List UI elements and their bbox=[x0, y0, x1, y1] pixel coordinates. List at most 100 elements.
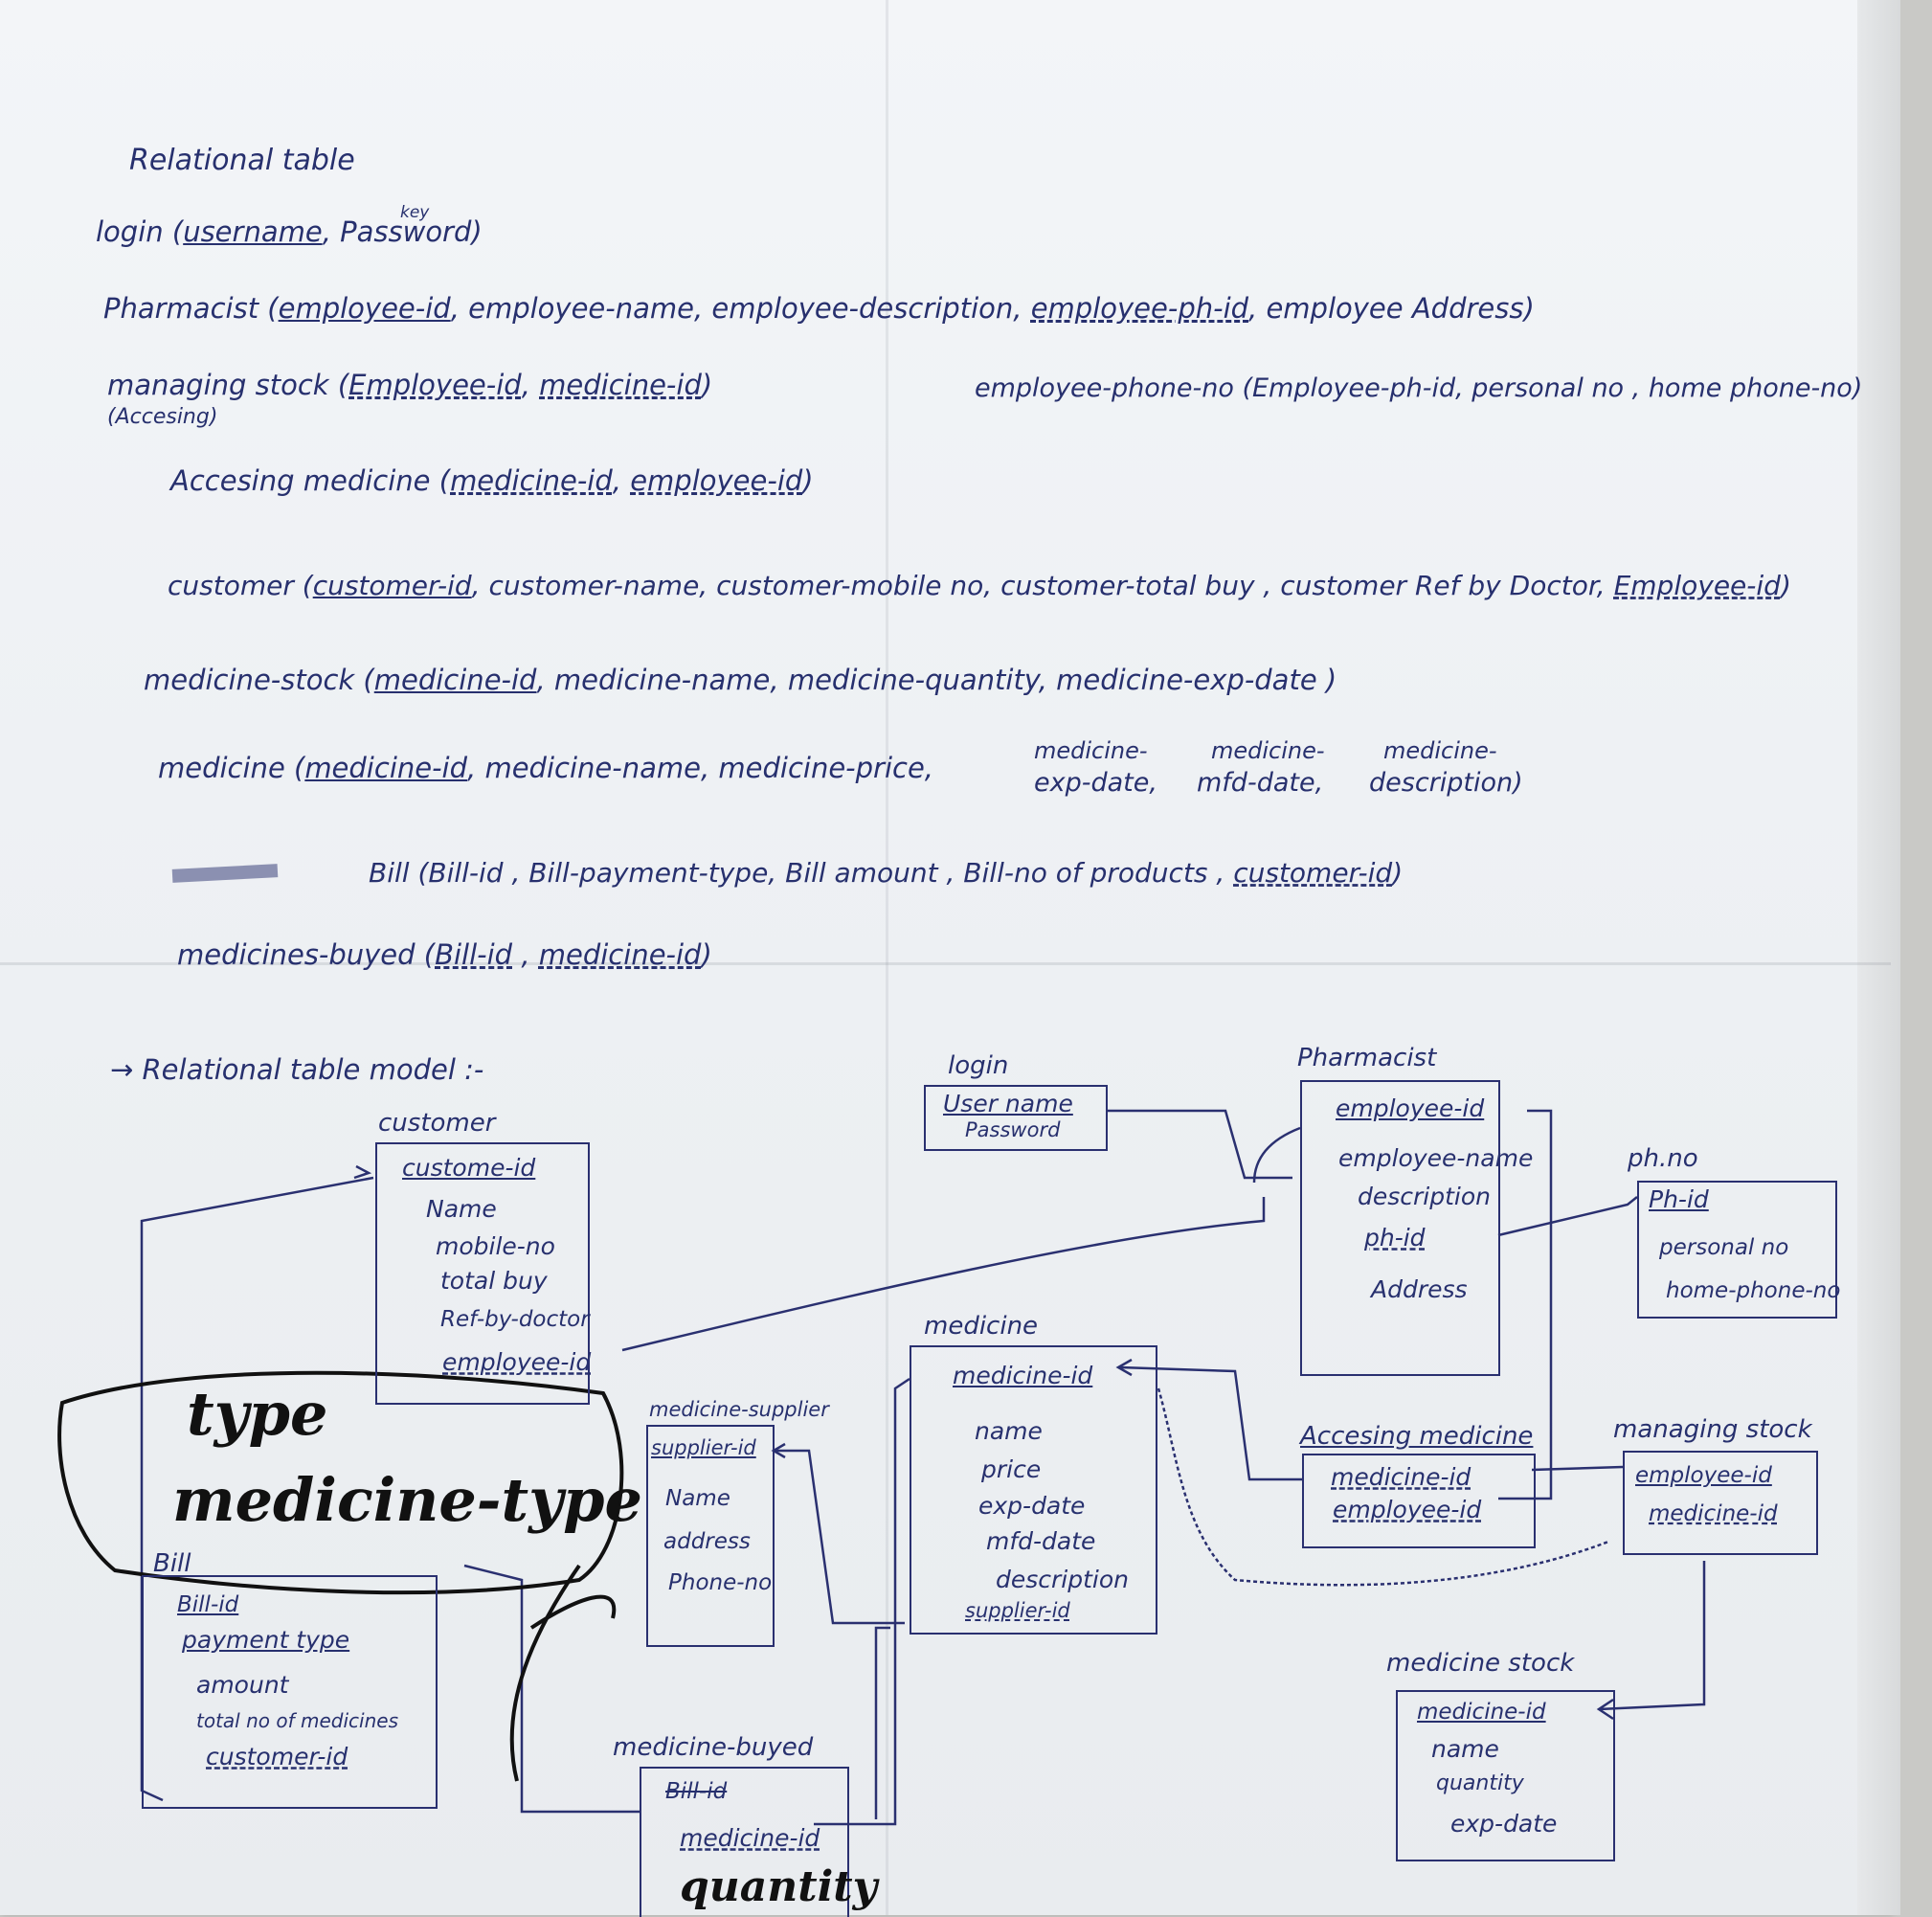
supplier-field: Phone-no bbox=[668, 1570, 773, 1595]
customer-table bbox=[375, 1142, 590, 1405]
phno-table-title: ph.no bbox=[1628, 1144, 1698, 1173]
relation-attrs: , customer-name, customer-mobile no, cus… bbox=[471, 570, 1606, 601]
paper-edge bbox=[1857, 0, 1900, 1915]
accessing-field: employee-id bbox=[1333, 1496, 1482, 1523]
medicine-field: medicine-id bbox=[953, 1362, 1093, 1389]
key: Bill-id bbox=[435, 938, 513, 971]
fold-line-horizontal bbox=[0, 962, 1891, 965]
stock-table-title: medicine stock bbox=[1386, 1649, 1575, 1678]
supplier-field: Name bbox=[665, 1486, 730, 1511]
key: employee-id bbox=[630, 464, 803, 497]
buyed-field: medicine-id bbox=[680, 1824, 820, 1852]
relation-medicines-buyed: medicines-buyed (Bill-id , medicine-id) bbox=[177, 938, 712, 971]
pharmacist-field: employee-name bbox=[1338, 1144, 1534, 1172]
bill-field: customer-id bbox=[206, 1743, 348, 1770]
bill-table bbox=[142, 1575, 438, 1809]
relation-bill: Bill (Bill-id , Bill-payment-type, Bill … bbox=[369, 857, 1403, 889]
relation-name: managing stock ( bbox=[107, 369, 349, 401]
scribble-loop bbox=[57, 1370, 624, 1595]
foreign-key: Employee-id bbox=[1613, 570, 1781, 601]
managing-stock-subtitle: (Accesing) bbox=[107, 405, 218, 429]
bill-field: amount bbox=[196, 1671, 289, 1699]
login-field: Password bbox=[965, 1118, 1061, 1141]
scribble-stroke bbox=[529, 1594, 617, 1630]
medicine-col2: mfd-date, bbox=[1197, 768, 1324, 798]
primary-key: customer-id bbox=[312, 570, 472, 601]
customer-field: employee-id bbox=[442, 1348, 592, 1376]
relation-name: medicine ( bbox=[158, 752, 305, 784]
phno-field: Ph-id bbox=[1649, 1185, 1709, 1213]
relation-attrs: , medicine-name, medicine-price, bbox=[467, 752, 934, 784]
connector bbox=[1106, 1109, 1292, 1180]
relation-customer: customer (customer-id, customer-name, cu… bbox=[168, 570, 1791, 601]
customer-table-title: customer bbox=[378, 1109, 496, 1138]
foreign-key: customer-id bbox=[1233, 857, 1393, 889]
relation-name: employee-phone-no ( bbox=[975, 373, 1252, 403]
paren: ) bbox=[701, 938, 712, 971]
managing-table-title: managing stock bbox=[1613, 1415, 1812, 1444]
primary-key: employee-id bbox=[278, 292, 451, 325]
medicine-field: price bbox=[981, 1455, 1042, 1483]
supplier-field: address bbox=[663, 1529, 751, 1554]
separator: , bbox=[612, 464, 621, 497]
connector bbox=[1598, 1561, 1706, 1711]
connector bbox=[140, 1176, 374, 1802]
pharmacist-field: description bbox=[1358, 1183, 1492, 1210]
arrowhead bbox=[1596, 1698, 1614, 1721]
login-field: User name bbox=[943, 1090, 1073, 1117]
paren: ) bbox=[802, 464, 814, 497]
primary-key: medicine-id bbox=[304, 752, 468, 784]
relation-pharmacist: Pharmacist (employee-id, employee-name, … bbox=[103, 292, 1535, 325]
relation-attrs: Employee-ph-id, personal no , home phone… bbox=[1252, 373, 1863, 403]
key: medicine-id bbox=[450, 464, 613, 497]
supplier-field: supplier-id bbox=[651, 1436, 756, 1459]
login-table-title: login bbox=[948, 1051, 1009, 1080]
stock-table bbox=[1396, 1690, 1615, 1861]
accessing-table bbox=[1302, 1454, 1536, 1548]
scribble-text-type: type bbox=[187, 1379, 328, 1449]
connector bbox=[814, 1377, 910, 1826]
buyed-field: Bill-id bbox=[665, 1779, 728, 1804]
medicine-table-title: medicine bbox=[924, 1312, 1039, 1341]
connector bbox=[621, 1197, 1266, 1352]
buyed-table bbox=[640, 1767, 849, 1917]
relation-attrs: , employee-name, employee-description, bbox=[450, 292, 1022, 325]
bill-field: payment type bbox=[182, 1626, 350, 1654]
medicine-field: mfd-date bbox=[986, 1527, 1096, 1555]
relation-medicine-stock: medicine-stock (medicine-id, medicine-na… bbox=[144, 664, 1337, 696]
key: Employee-id bbox=[348, 369, 522, 401]
connector bbox=[775, 1449, 905, 1625]
primary-key: username bbox=[183, 215, 323, 248]
fold-line-vertical bbox=[886, 0, 888, 1915]
connector bbox=[1498, 1109, 1553, 1500]
arrowhead bbox=[1115, 1358, 1133, 1377]
relation-attrs: , medicine-name, medicine-quantity, medi… bbox=[536, 664, 1337, 696]
scribble-text-medicine-type: medicine-type bbox=[172, 1465, 642, 1535]
primary-key: medicine-id bbox=[373, 664, 537, 696]
accessing-table-title: Accesing medicine bbox=[1300, 1422, 1534, 1451]
key: medicine-id bbox=[539, 369, 702, 401]
bill-field: Bill-id bbox=[177, 1592, 239, 1617]
model-heading: → Relational table model :- bbox=[110, 1053, 484, 1086]
relation-attrs: , employee Address) bbox=[1248, 292, 1535, 325]
phno-table bbox=[1637, 1181, 1837, 1319]
medicine-col3-top: medicine- bbox=[1383, 737, 1497, 764]
stock-field: medicine-id bbox=[1417, 1700, 1546, 1725]
buyed-table-title: medicine-buyed bbox=[613, 1733, 814, 1762]
separator: , bbox=[521, 369, 530, 401]
medicine-col3: description) bbox=[1369, 768, 1523, 798]
phno-field: personal no bbox=[1659, 1235, 1789, 1260]
relation-medicine: medicine (medicine-id, medicine-name, me… bbox=[158, 752, 933, 784]
relation-name: Accesing medicine ( bbox=[170, 464, 451, 497]
relation-name: medicines-buyed ( bbox=[177, 938, 436, 971]
scribble-stroke bbox=[509, 1564, 581, 1782]
customer-field: mobile-no bbox=[436, 1232, 555, 1260]
medicine-field: exp-date bbox=[978, 1492, 1086, 1520]
supplier-table bbox=[646, 1425, 775, 1647]
relation-accessing-medicine: Accesing medicine (medicine-id, employee… bbox=[170, 464, 814, 497]
relation-name: Pharmacist ( bbox=[103, 292, 279, 325]
relation-name: customer ( bbox=[168, 570, 313, 601]
customer-field: custome-id bbox=[402, 1154, 536, 1182]
managing-field: medicine-id bbox=[1649, 1501, 1778, 1526]
